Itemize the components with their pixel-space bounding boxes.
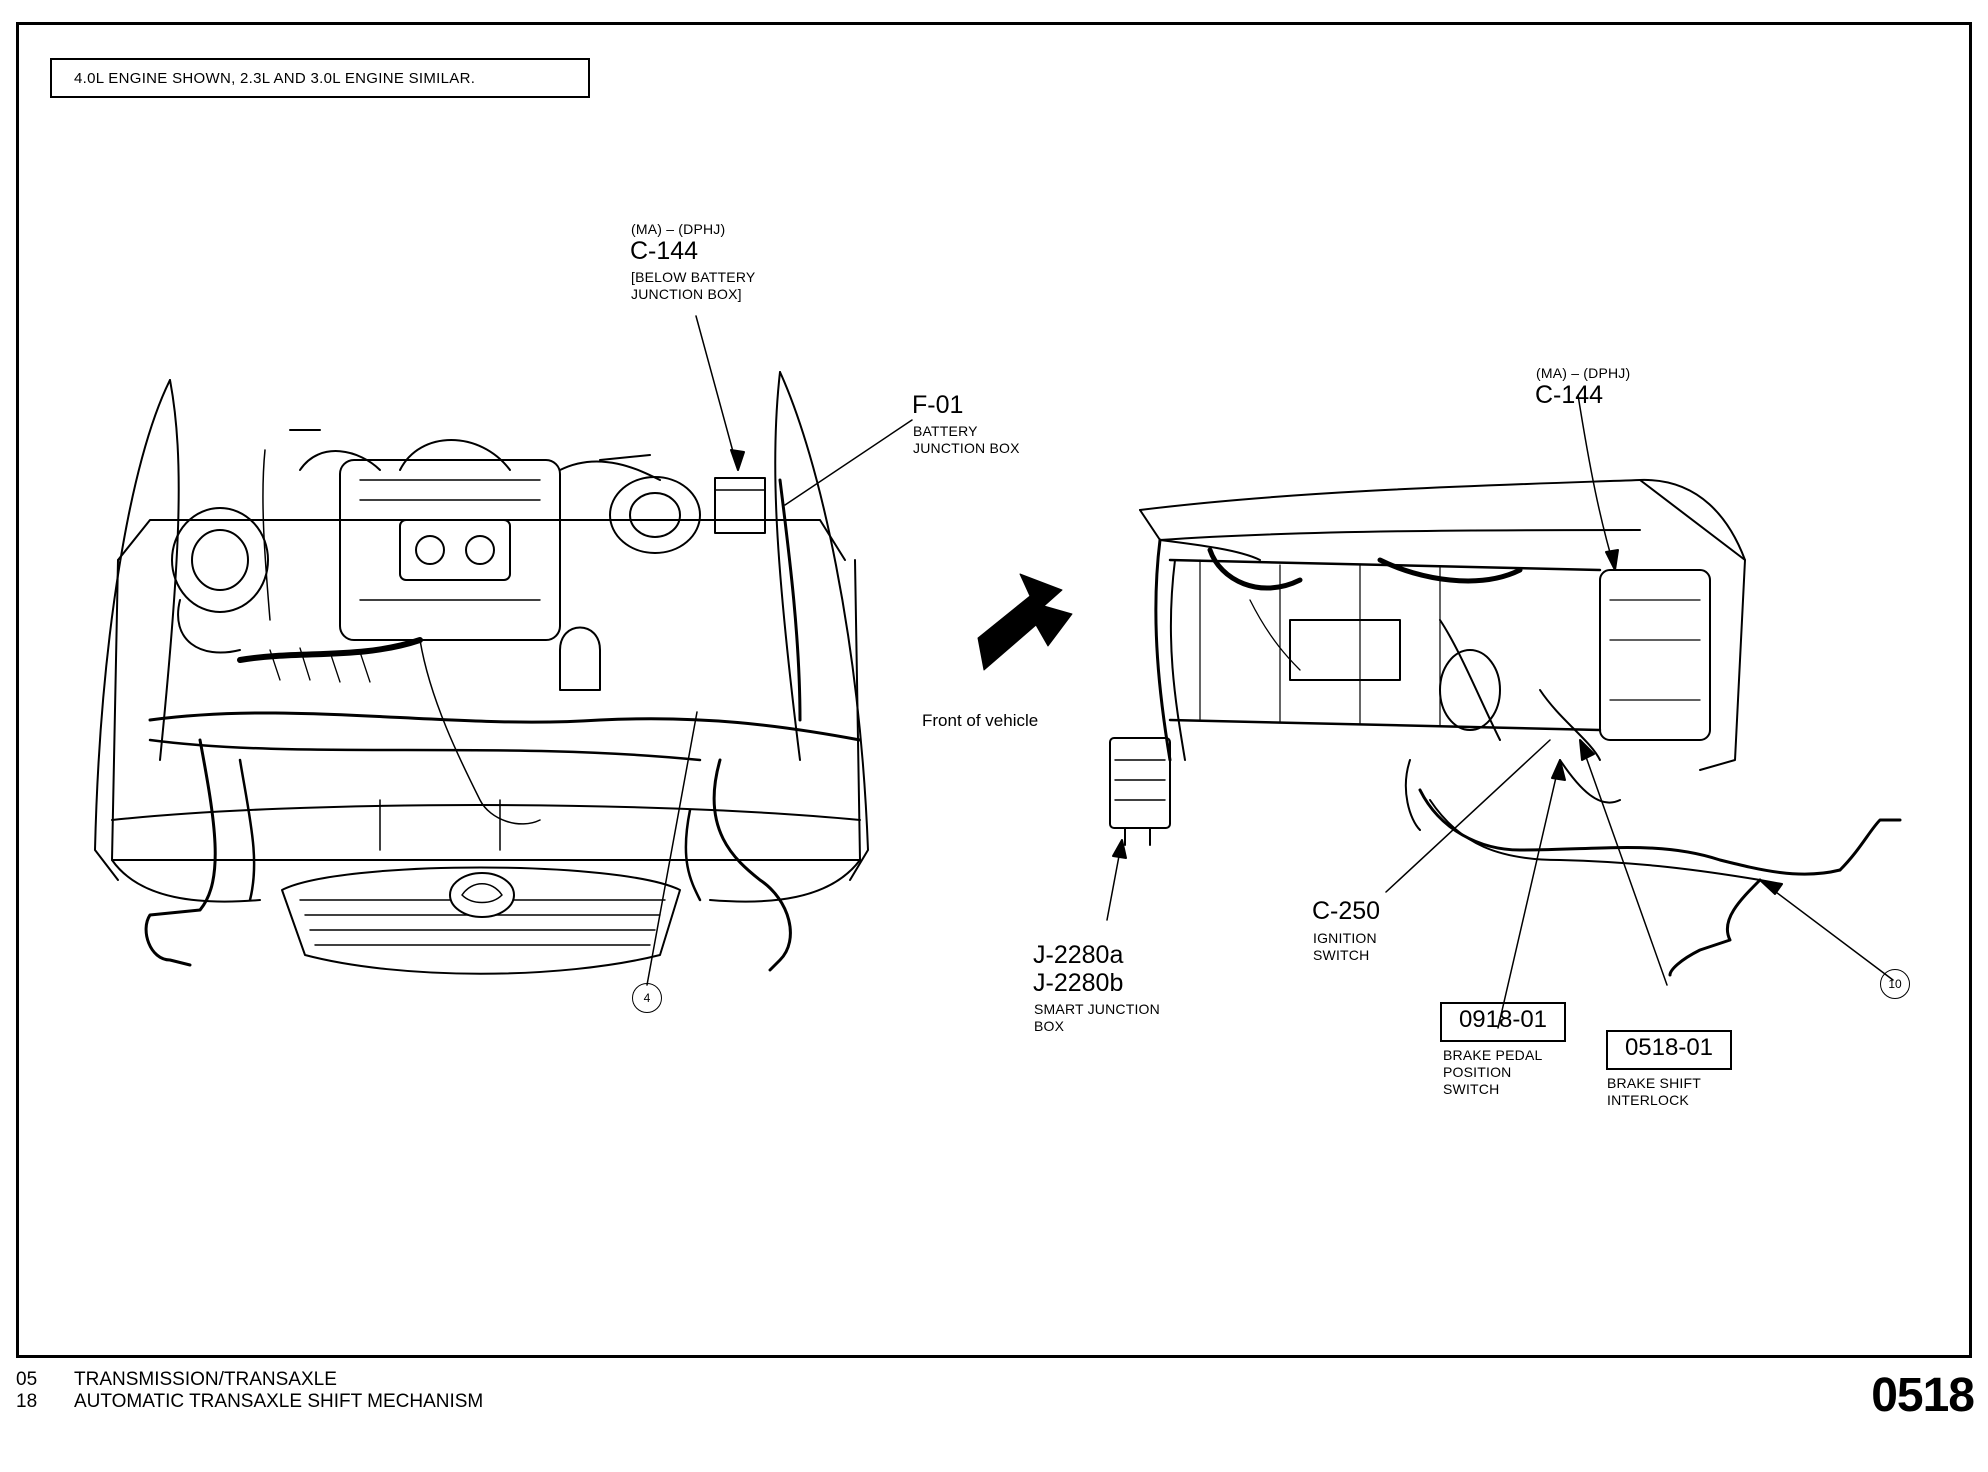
j2280-desc2: BOX bbox=[1034, 1018, 1065, 1034]
j2280a-code: J-2280a bbox=[1033, 941, 1124, 969]
c0918-code-box: 0918-01 bbox=[1440, 1002, 1566, 1042]
c250-desc2: SWITCH bbox=[1313, 947, 1370, 963]
c0518-code-box: 0518-01 bbox=[1606, 1030, 1732, 1070]
footer-line1-text: TRANSMISSION/TRANSAXLE bbox=[74, 1369, 337, 1390]
c144-left-desc2: JUNCTION BOX] bbox=[631, 286, 742, 302]
c0918-desc2: POSITION bbox=[1443, 1064, 1512, 1080]
c0918-desc3: SWITCH bbox=[1443, 1081, 1500, 1097]
diagram-frame bbox=[16, 22, 1972, 1358]
c144-left-variant: (MA) – (DPHJ) bbox=[631, 221, 726, 237]
c0518-desc2: INTERLOCK bbox=[1607, 1092, 1689, 1108]
c144-left-desc1: [BELOW BATTERY bbox=[631, 269, 756, 285]
j2280b-code: J-2280b bbox=[1033, 969, 1124, 997]
page-number: 0518 bbox=[1871, 1369, 1975, 1422]
c250-desc1: IGNITION bbox=[1313, 930, 1377, 946]
engine-bay-drawing bbox=[94, 371, 869, 975]
f01-code: F-01 bbox=[912, 391, 964, 419]
c250-code: C-250 bbox=[1312, 897, 1381, 925]
j2280-desc1: SMART JUNCTION bbox=[1034, 1001, 1160, 1017]
front-of-vehicle-label: Front of vehicle bbox=[922, 711, 1039, 730]
c0518-desc1: BRAKE SHIFT bbox=[1607, 1075, 1701, 1091]
instrument-panel-drawing bbox=[1109, 478, 1902, 977]
c144-left-code: C-144 bbox=[630, 237, 699, 265]
callout-10: 10 bbox=[1880, 969, 1910, 999]
callout-4: 4 bbox=[632, 983, 662, 1013]
c0918-desc1: BRAKE PEDAL bbox=[1443, 1047, 1543, 1063]
footer-line1-num: 05 bbox=[16, 1369, 38, 1390]
c144-right-code: C-144 bbox=[1535, 381, 1604, 409]
engine-note: 4.0L ENGINE SHOWN, 2.3L AND 3.0L ENGINE … bbox=[50, 58, 590, 98]
footer-line2-num: 18 bbox=[16, 1391, 38, 1412]
f01-desc2: JUNCTION BOX bbox=[913, 440, 1020, 456]
footer-line2-text: AUTOMATIC TRANSAXLE SHIFT MECHANISM bbox=[74, 1391, 484, 1412]
f01-desc1: BATTERY bbox=[913, 423, 978, 439]
c144-right-variant: (MA) – (DPHJ) bbox=[1536, 365, 1631, 381]
